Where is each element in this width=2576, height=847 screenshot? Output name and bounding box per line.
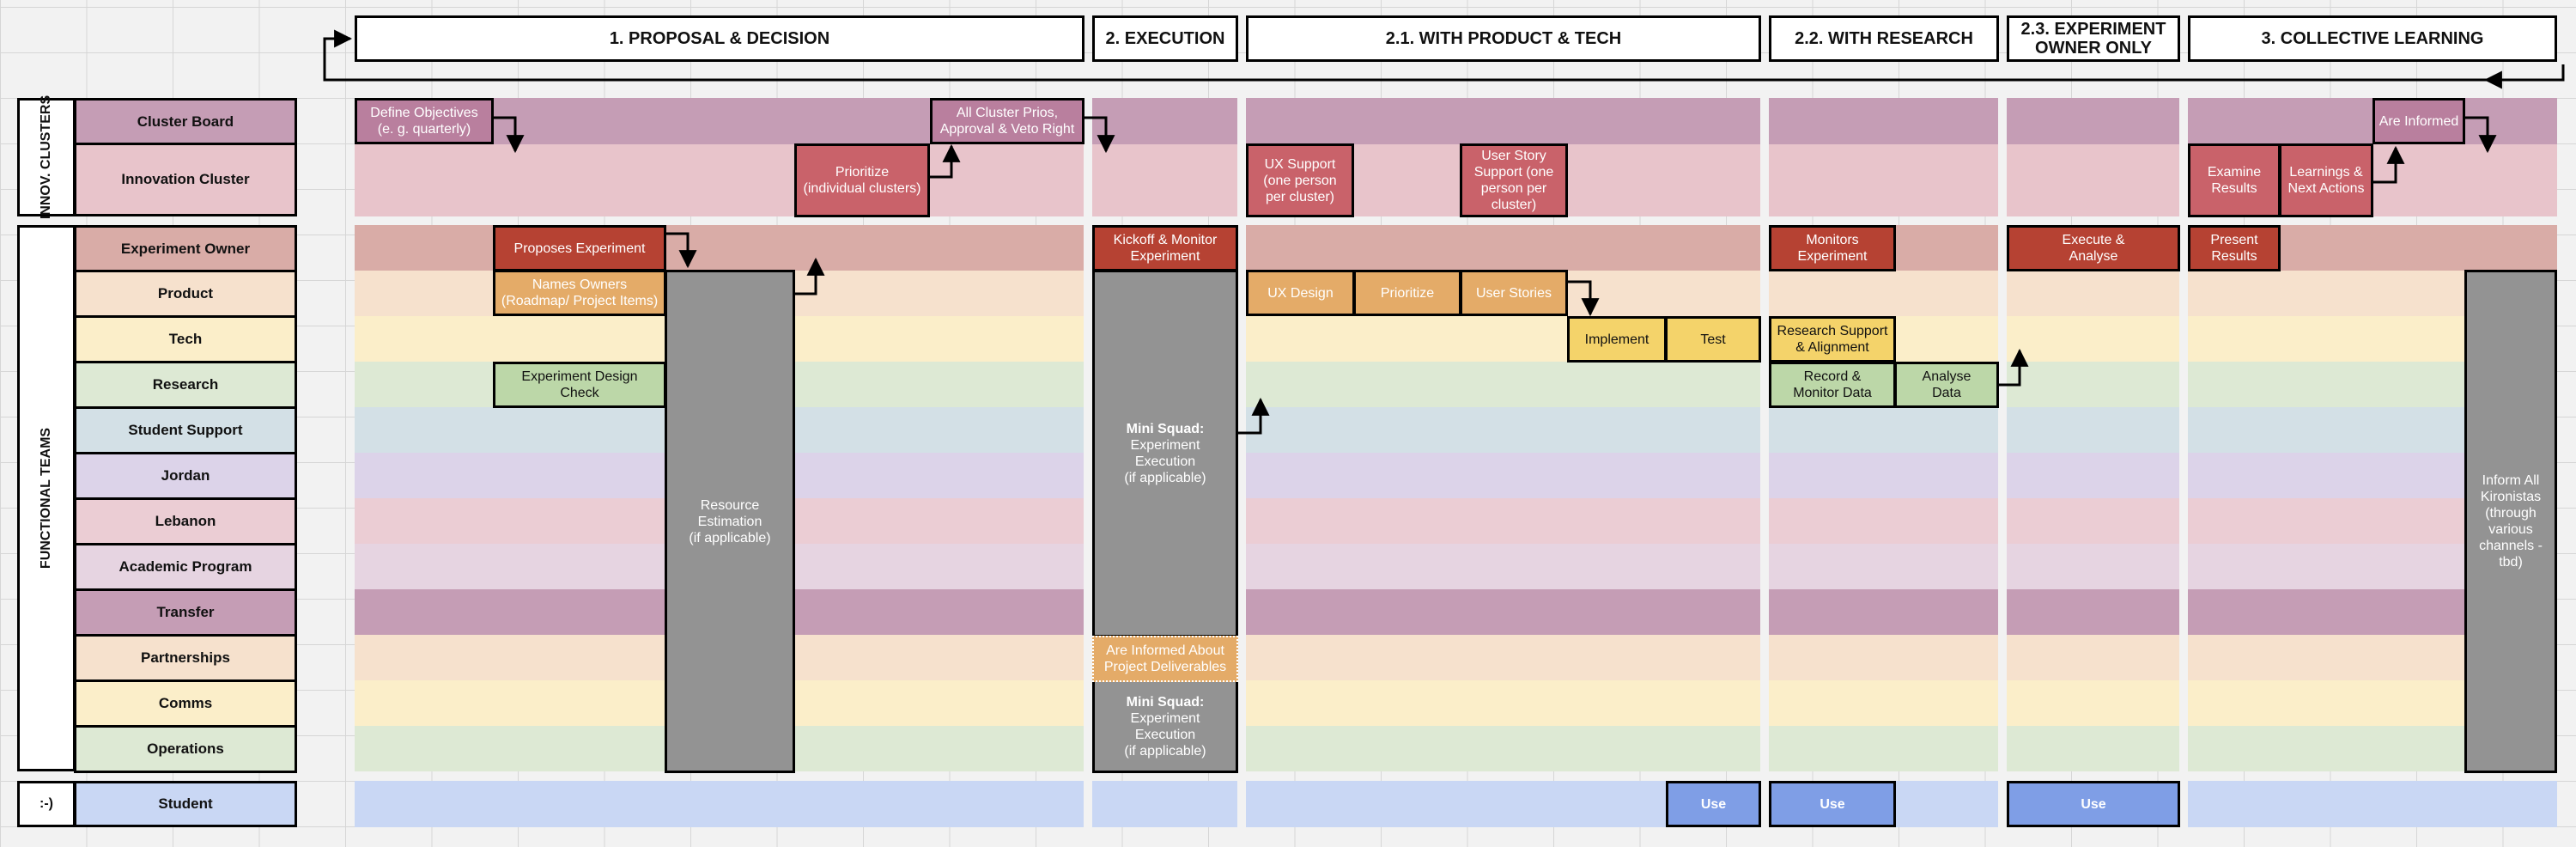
learnings-next-actions-box: Learnings & Next Actions (2279, 143, 2373, 217)
research-support-box: Research Support & Alignment (1769, 316, 1896, 363)
use-box-research: Use (1769, 781, 1896, 827)
prioritize-box: Prioritize (1353, 270, 1461, 316)
lane-band-cluster-board (355, 98, 2557, 144)
arrow-resource-estimation (795, 257, 825, 296)
phase-with-research: 2.2. WITH RESEARCH (1769, 15, 1999, 62)
resource-estimation-box: Resource Estimation (if applicable) (665, 270, 795, 773)
use-box-product-tech: Use (1666, 781, 1761, 827)
record-monitor-box: Record & Monitor Data (1769, 362, 1896, 408)
informed-deliverables-box: Are Informed About Project Deliverables (1092, 636, 1238, 682)
user-stories-box: User Stories (1460, 270, 1568, 316)
arrow-define-objectives (494, 116, 525, 154)
lane-label-partnerships: Partnerships (74, 634, 297, 682)
execute-analyse-box: Execute & Analyse (2007, 225, 2180, 271)
kickoff-monitor-box: Kickoff & Monitor Experiment (1092, 225, 1238, 271)
mini-squad-box-1: Mini Squad:Experiment Execution (if appl… (1092, 270, 1238, 637)
ux-support-box: UX Support (one person per cluster) (1246, 143, 1354, 217)
phase-execution: 2. EXECUTION (1092, 15, 1238, 62)
are-informed-box: Are Informed (2372, 98, 2465, 144)
phase-gap (1084, 86, 1092, 833)
mini-squad-box-2: Mini Squad:Experiment Execution (if appl… (1092, 680, 1238, 773)
define-objectives-box: Define Objectives (e. g. quarterly) (355, 98, 494, 144)
lane-label-experiment-owner: Experiment Owner (74, 225, 297, 272)
present-results-box: Present Results (2188, 225, 2281, 271)
monitors-experiment-box: Monitors Experiment (1769, 225, 1896, 271)
use-box-experiment-owner: Use (2007, 781, 2180, 827)
phase-with-product-tech: 2.1. WITH PRODUCT & TECH (1246, 15, 1761, 62)
arrow-user-stories (1568, 280, 1600, 317)
phase-gap (1760, 86, 1769, 833)
return-loop-right-arrow (2483, 64, 2565, 89)
phase-gap (1237, 86, 1246, 833)
user-story-support-box: User Story Support (one person per clust… (1460, 143, 1568, 217)
arrow-mini-squad (1238, 397, 1270, 435)
lane-label-operations: Operations (74, 725, 297, 773)
arrow-learnings (2373, 145, 2405, 184)
phase-experiment-owner-only: 2.3. EXPERIMENT OWNER ONLY (2007, 15, 2180, 62)
names-owners-box: Names Owners (Roadmap/ Project Items) (493, 270, 666, 316)
analyse-data-box: Analyse Data (1894, 362, 1999, 408)
lane-label-product: Product (74, 270, 297, 318)
lane-label-research: Research (74, 361, 297, 409)
prioritize-clusters-box: Prioritize (individual clusters) (794, 143, 930, 217)
phase-proposal-decision: 1. PROPOSAL & DECISION (355, 15, 1084, 62)
lane-label-cluster-board: Cluster Board (74, 98, 297, 145)
phase-gap (2179, 86, 2188, 833)
lane-band-student (355, 781, 2557, 827)
inform-all-box: Inform All Kironistas (through various c… (2464, 270, 2557, 773)
arrow-proposes-experiment (666, 232, 697, 269)
lane-label-student: Student (74, 781, 297, 827)
arrow-are-informed (2465, 116, 2497, 154)
test-box: Test (1665, 316, 1761, 363)
arrow-cluster-prios (1084, 116, 1115, 154)
lane-label-innovation-cluster: Innovation Cluster (74, 143, 297, 216)
return-loop-arrow (323, 29, 2565, 82)
phase-collective-learning: 3. COLLECTIVE LEARNING (2188, 15, 2557, 62)
experiment-design-check-box: Experiment Design Check (493, 362, 666, 408)
phase-gap (1998, 86, 2007, 833)
arrow-analyse-data (1999, 348, 2029, 387)
group-student: :-) (17, 781, 76, 827)
all-cluster-prios-box: All Cluster Prios, Approval & Veto Right (930, 98, 1084, 144)
arrow-prioritize-clusters (930, 143, 961, 179)
examine-results-box: Examine Results (2188, 143, 2281, 217)
